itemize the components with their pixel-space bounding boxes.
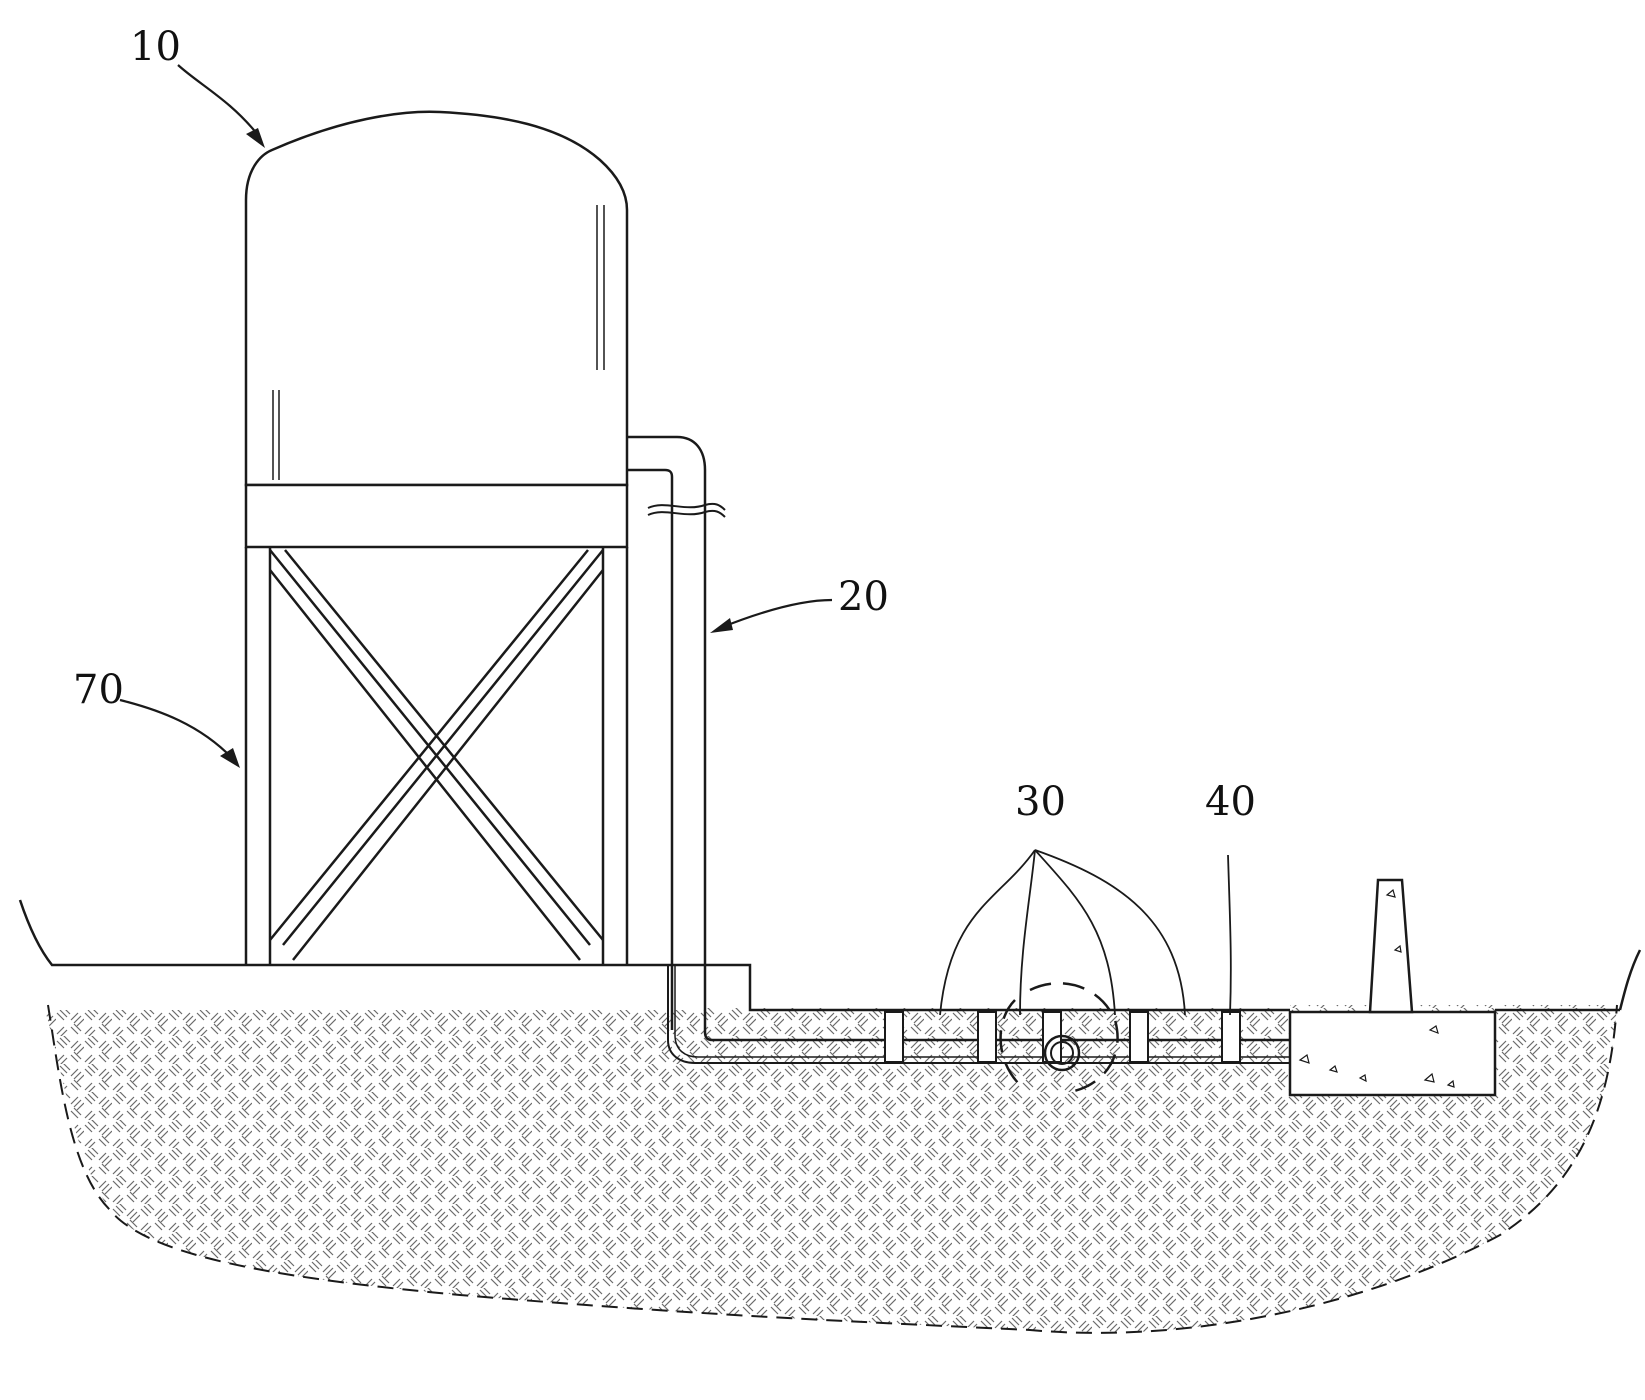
concrete-barrier (1288, 878, 1497, 1097)
concrete-aggregate (1298, 888, 1455, 1088)
supply-pipe (627, 435, 1290, 1064)
arrowhead-pipe (710, 618, 733, 633)
soil-hatch-area (45, 1005, 1617, 1333)
tank-body (244, 110, 629, 487)
arrowhead-tank (246, 128, 265, 148)
tower-brace-b (282, 549, 604, 946)
barrier-wall (1368, 878, 1414, 1014)
right-edge-curve (1618, 949, 1642, 1011)
tower-leader (119, 698, 233, 759)
tower-deck (244, 483, 629, 549)
label-tank: 10 (130, 24, 181, 70)
ground-surface-left (18, 899, 1290, 1012)
soil-dashed-boundary (47, 1004, 1618, 1334)
label-nozzles: 30 (1015, 779, 1066, 825)
label-outlet: 40 (1205, 779, 1256, 825)
barrier-footing (1288, 1010, 1497, 1097)
tank-leader (177, 64, 259, 136)
arrowheads (220, 128, 733, 768)
support-tower (244, 483, 629, 965)
valve-ring (1043, 1034, 1081, 1072)
leader-arrows (119, 64, 833, 759)
nozzle-row (884, 982, 1241, 1094)
pipe-leader (719, 598, 833, 630)
label-pipe: 20 (838, 574, 889, 620)
outlet-nozzle (1221, 1011, 1241, 1063)
tower-brace-a (269, 549, 591, 946)
arrowhead-tower (220, 748, 240, 768)
ground (18, 899, 1642, 1334)
nozzle-leaders (939, 849, 1186, 1016)
outlet-leader (1227, 854, 1232, 1016)
label-tower: 70 (73, 667, 124, 713)
nozzle-2 (977, 1011, 997, 1063)
nozzle-4 (1129, 1011, 1149, 1063)
pipe-break-mark (647, 502, 726, 511)
nozzle-1 (884, 1011, 904, 1063)
water-tank (244, 110, 629, 487)
